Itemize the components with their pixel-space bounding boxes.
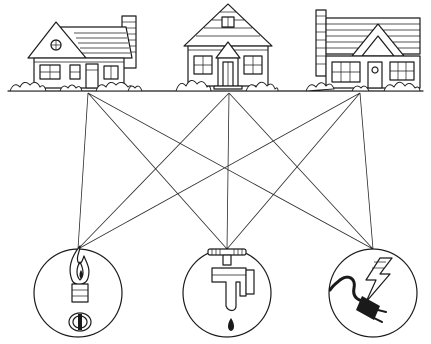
connection-house-left-to-gas (78, 93, 88, 249)
house-center-icon (176, 4, 278, 91)
water-faucet-icon (183, 249, 271, 337)
connection-house-right-to-gas (78, 93, 360, 249)
connection-house-left-to-electricity (88, 93, 373, 249)
gas-flame-icon (34, 246, 122, 337)
connection-lines (78, 93, 373, 249)
house-right-icon (306, 10, 420, 91)
connection-house-center-to-water (227, 93, 229, 249)
connection-house-center-to-electricity (229, 93, 373, 249)
electric-plug-icon (329, 249, 417, 337)
connection-house-right-to-water (227, 93, 360, 249)
house-left-icon (10, 16, 142, 91)
connection-house-right-to-electricity (360, 93, 373, 249)
